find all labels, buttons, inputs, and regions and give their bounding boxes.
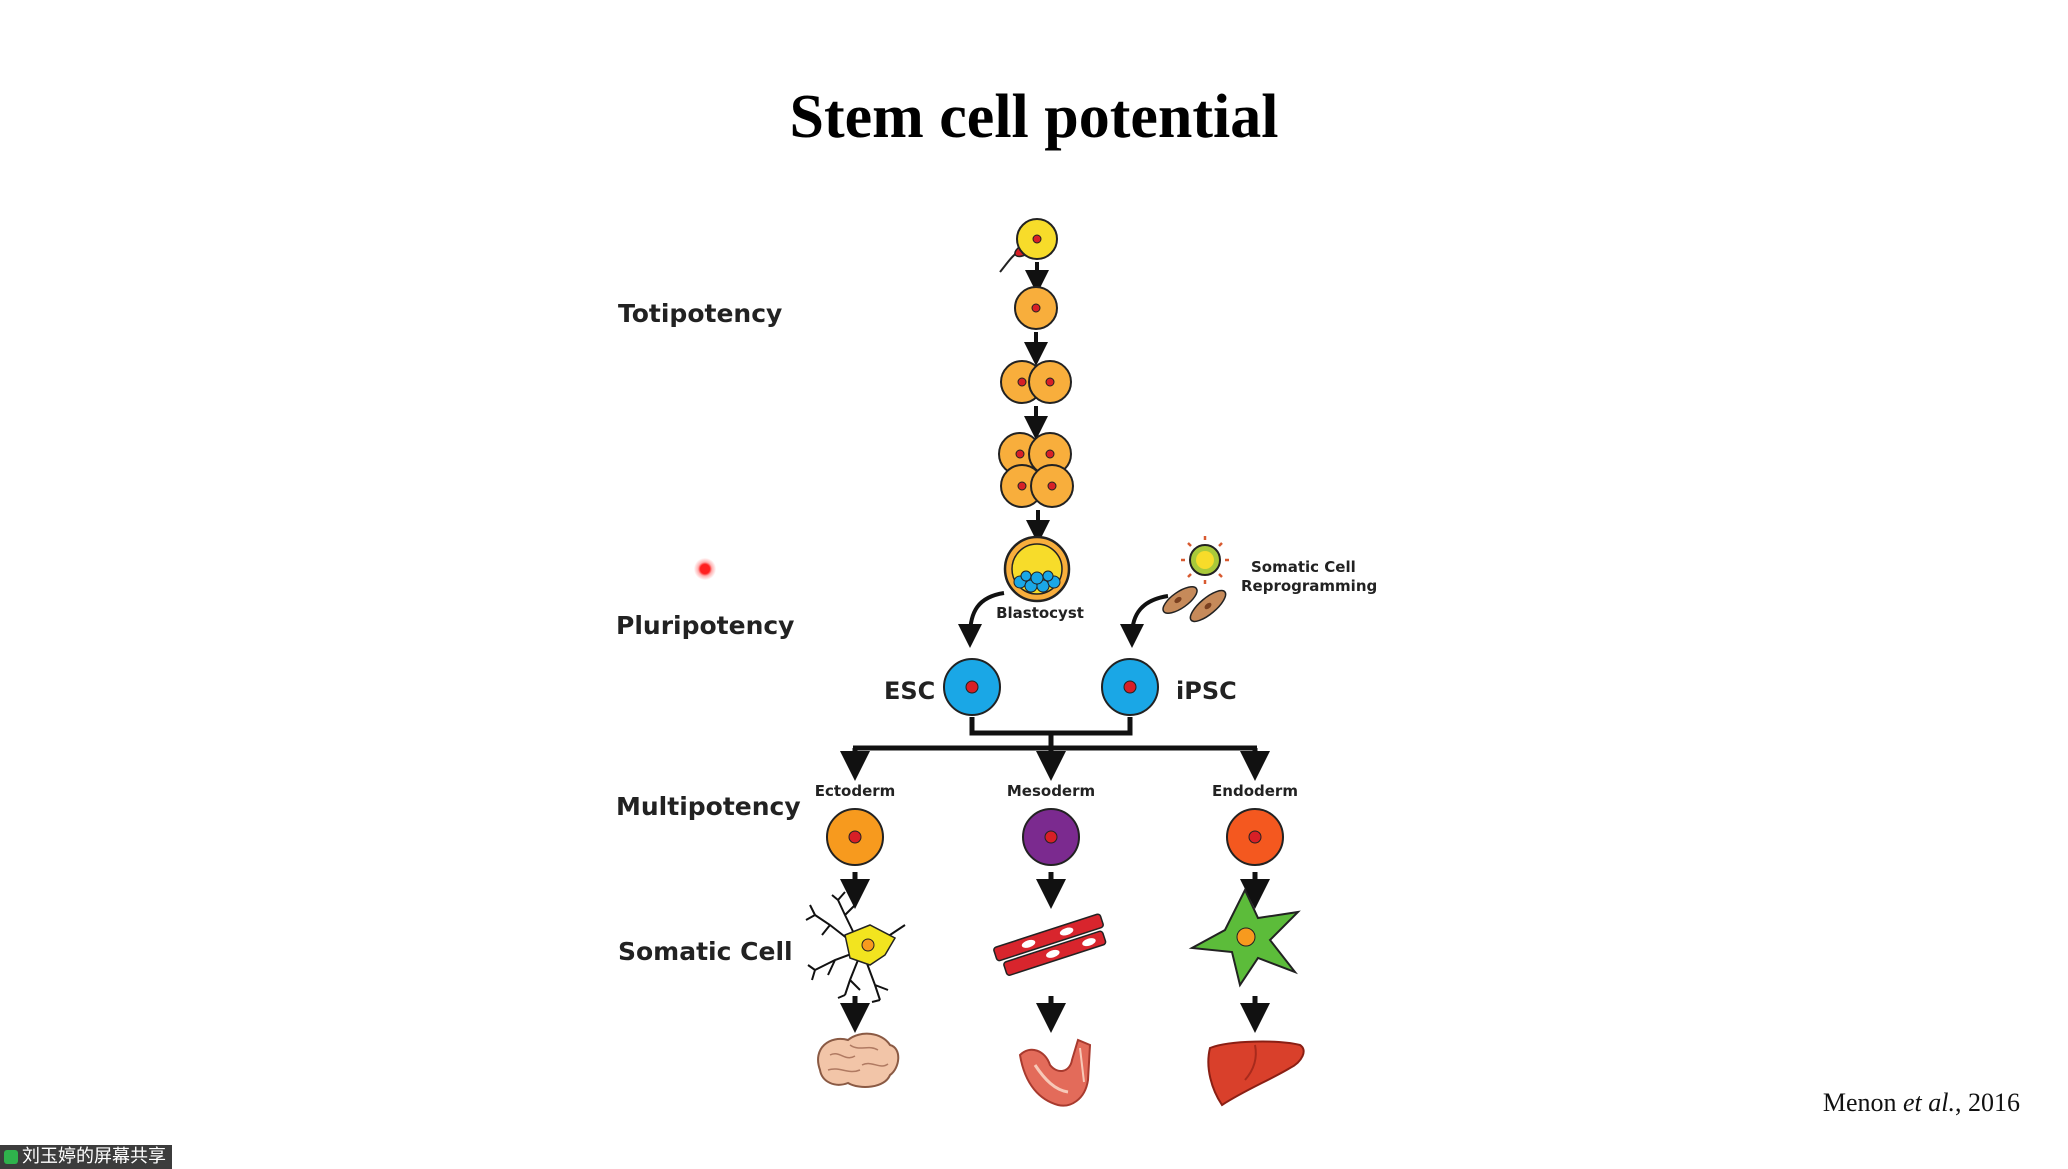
blastocyst-label: Blastocyst: [996, 604, 1084, 622]
citation-year: , 2016: [1955, 1088, 2020, 1117]
ectoderm-cell: [826, 808, 884, 866]
ectoderm-label: Ectoderm: [815, 782, 896, 800]
reprogramming-label-line2: Reprogramming: [1241, 577, 1377, 595]
brain-icon: [817, 1032, 900, 1088]
ipsc-label: iPSC: [1176, 677, 1237, 705]
level-label-pluripotency: Pluripotency: [616, 611, 794, 640]
neuron-icon: [805, 891, 906, 1003]
lineage-connector: [853, 717, 1257, 751]
four-cell-stage: [998, 432, 1074, 508]
level-label-totipotency: Totipotency: [618, 299, 782, 328]
virus-icon: [1181, 536, 1229, 584]
two-cell-stage: [1000, 360, 1072, 404]
esc-label: ESC: [884, 677, 935, 705]
zygote-cell: [999, 218, 1058, 273]
liver-icon: [1207, 1040, 1305, 1107]
endoderm-cell: [1226, 808, 1284, 866]
level-label-somatic-cell: Somatic Cell: [618, 937, 793, 966]
one-cell-stage: [1014, 286, 1058, 330]
laser-pointer-dot: [694, 558, 716, 580]
ipsc-cell: [1101, 658, 1159, 716]
blastocyst: [1003, 535, 1071, 603]
level-label-multipotency: Multipotency: [616, 792, 801, 821]
screen-share-label: 刘玉婷的屏幕共享: [22, 1146, 166, 1167]
screen-share-icon: [4, 1150, 18, 1164]
endoderm-label: Endoderm: [1212, 782, 1298, 800]
mesoderm-cell: [1022, 808, 1080, 866]
fibroblast-cells-icon: [1162, 586, 1227, 623]
screen-share-badge[interactable]: 刘玉婷的屏幕共享: [0, 1145, 172, 1169]
citation: Menon et al., 2016: [1823, 1088, 2020, 1118]
epithelial-cell-icon: [1188, 887, 1301, 988]
reprogramming-label-line1: Somatic Cell: [1251, 558, 1356, 576]
esc-cell: [943, 658, 1001, 716]
slide-title: Stem cell potential: [789, 83, 1279, 151]
muscle-arm-icon: [1018, 1038, 1092, 1107]
citation-etal: et al.: [1903, 1088, 1955, 1117]
muscle-cell-icon: [993, 913, 1107, 976]
citation-author: Menon: [1822, 1088, 1903, 1117]
mesoderm-label: Mesoderm: [1007, 782, 1095, 800]
